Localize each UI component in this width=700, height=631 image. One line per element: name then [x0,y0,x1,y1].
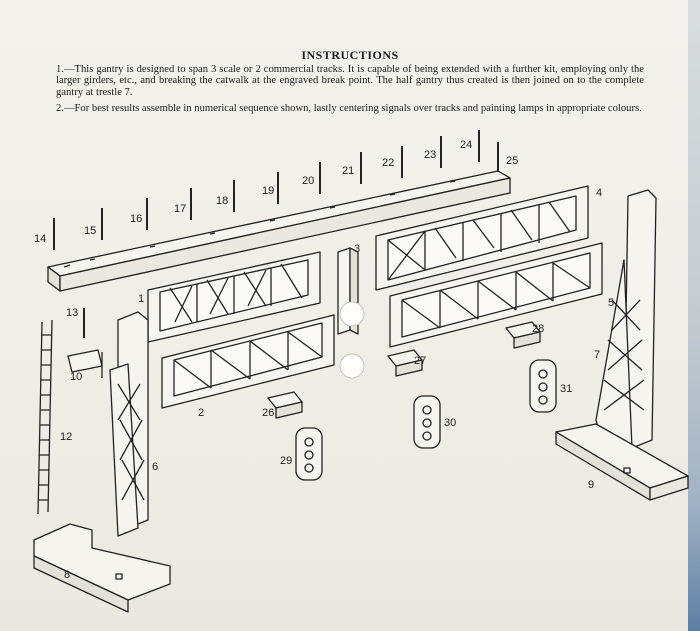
label-part-13: 13 [66,307,78,319]
label-part-6: 6 [152,461,158,473]
label-part-29: 29 [280,455,292,467]
bracket-10 [67,349,103,378]
label-part-30: 30 [444,417,456,429]
label-part-9: 9 [588,479,594,491]
punch-hole-lower [339,353,365,379]
signal-30 [413,395,441,449]
trestle-7 [595,189,657,453]
base-8 [33,523,171,613]
label-part-17: 17 [174,203,186,215]
label-part-19: 19 [262,185,274,197]
label-part-26: 26 [262,407,274,419]
label-part-20: 20 [302,175,314,187]
girder-4 [375,185,589,291]
block-28 [505,321,541,349]
base-9 [555,423,689,501]
instruction-paragraph-1: 1.—This gantry is designed to span 3 sca… [56,63,644,98]
label-part-18: 18 [216,195,228,207]
sheet-edge [688,0,700,631]
label-part-8: 8 [64,569,70,581]
label-part-10: 10 [70,371,82,383]
girder-2 [161,314,335,409]
label-part-3: 3 [354,243,360,255]
girder-5 [389,242,603,348]
label-part-12: 12 [60,431,72,443]
label-part-15: 15 [84,225,96,237]
instruction-paragraph-2: 2.—For best results assemble in numerica… [56,103,642,115]
label-part-31: 31 [560,383,572,395]
label-part-4: 4 [596,187,602,199]
label-part-22: 22 [382,157,394,169]
trestle-6 [109,311,149,537]
block-27 [387,349,423,377]
label-part-28: 28 [532,323,544,335]
ladder-12 [37,319,53,515]
label-part-14: 14 [34,233,46,245]
instructions-title: INSTRUCTIONS [301,48,399,62]
label-part-5: 5 [608,297,614,309]
pins-14-to-25 [53,130,499,250]
label-part-27: 27 [414,355,426,367]
block-26 [267,391,303,419]
label-part-21: 21 [342,165,354,177]
label-part-16: 16 [130,213,142,225]
label-part-23: 23 [424,149,436,161]
label-part-24: 24 [460,139,472,151]
label-part-1: 1 [138,293,144,305]
signal-31 [529,359,557,413]
punch-hole-upper [339,301,365,327]
instructions-block: INSTRUCTIONS 1.—This gantry is designed … [56,48,644,120]
label-part-2: 2 [198,407,204,419]
signal-29 [295,427,323,481]
catwalk-part [47,170,511,292]
label-part-7: 7 [594,349,600,361]
label-part-25: 25 [506,155,518,167]
